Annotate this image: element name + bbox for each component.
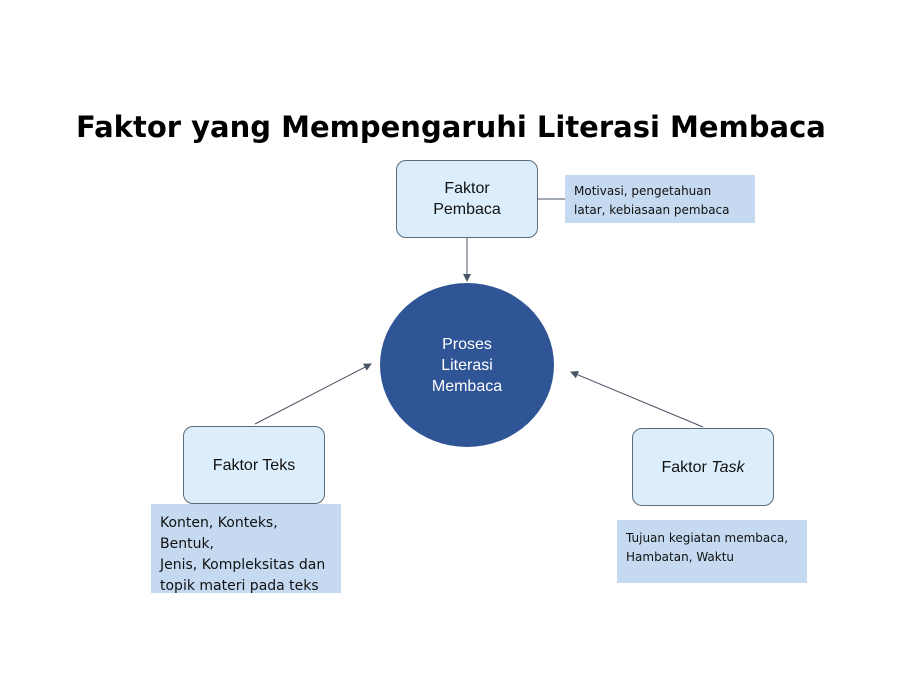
center-line-1: Proses bbox=[442, 335, 492, 353]
note-faktor-task-line-2: Hambatan, Waktu bbox=[626, 550, 735, 564]
note-faktor-pembaca-line-1: Motivasi, pengetahuan bbox=[574, 184, 712, 198]
note-faktor-teks-line-1: Konten, Konteks, Bentuk, bbox=[160, 515, 278, 552]
note-faktor-pembaca-line-2: latar, kebiasaan pembaca bbox=[574, 203, 730, 217]
arrow-text-to-center bbox=[254, 363, 372, 425]
node-proses-literasi-membaca: Proses Literasi Membaca bbox=[380, 283, 554, 447]
node-faktor-pembaca-line-1: Faktor bbox=[444, 180, 490, 197]
node-faktor-pembaca: Faktor Pembaca bbox=[396, 160, 538, 238]
note-faktor-teks: Konten, Konteks, Bentuk, Jenis, Kompleks… bbox=[151, 504, 341, 594]
node-faktor-task-prefix: Faktor bbox=[661, 458, 712, 476]
node-faktor-teks-label: Faktor Teks bbox=[212, 456, 296, 474]
center-line-3: Membaca bbox=[431, 377, 503, 395]
note-faktor-pembaca: Motivasi, pengetahuan latar, kebiasaan p… bbox=[565, 175, 755, 223]
node-faktor-task-emphasis: Task bbox=[711, 458, 745, 476]
diagram-title: Faktor yang Mempengaruhi Literasi Membac… bbox=[76, 110, 826, 144]
center-line-2: Literasi bbox=[441, 356, 493, 374]
note-faktor-teks-line-2: Jenis, Kompleksitas dan bbox=[160, 557, 326, 573]
node-faktor-task: Faktor Task bbox=[632, 428, 774, 506]
note-faktor-task: Tujuan kegiatan membaca, Hambatan, Waktu bbox=[617, 520, 807, 583]
node-faktor-teks: Faktor Teks bbox=[183, 426, 325, 504]
note-faktor-task-line-1: Tujuan kegiatan membaca, bbox=[626, 531, 789, 545]
arrow-task-to-center bbox=[570, 371, 704, 428]
note-faktor-teks-line-3: topik materi pada teks bbox=[160, 578, 319, 594]
node-faktor-pembaca-line-2: Pembaca bbox=[433, 201, 501, 218]
